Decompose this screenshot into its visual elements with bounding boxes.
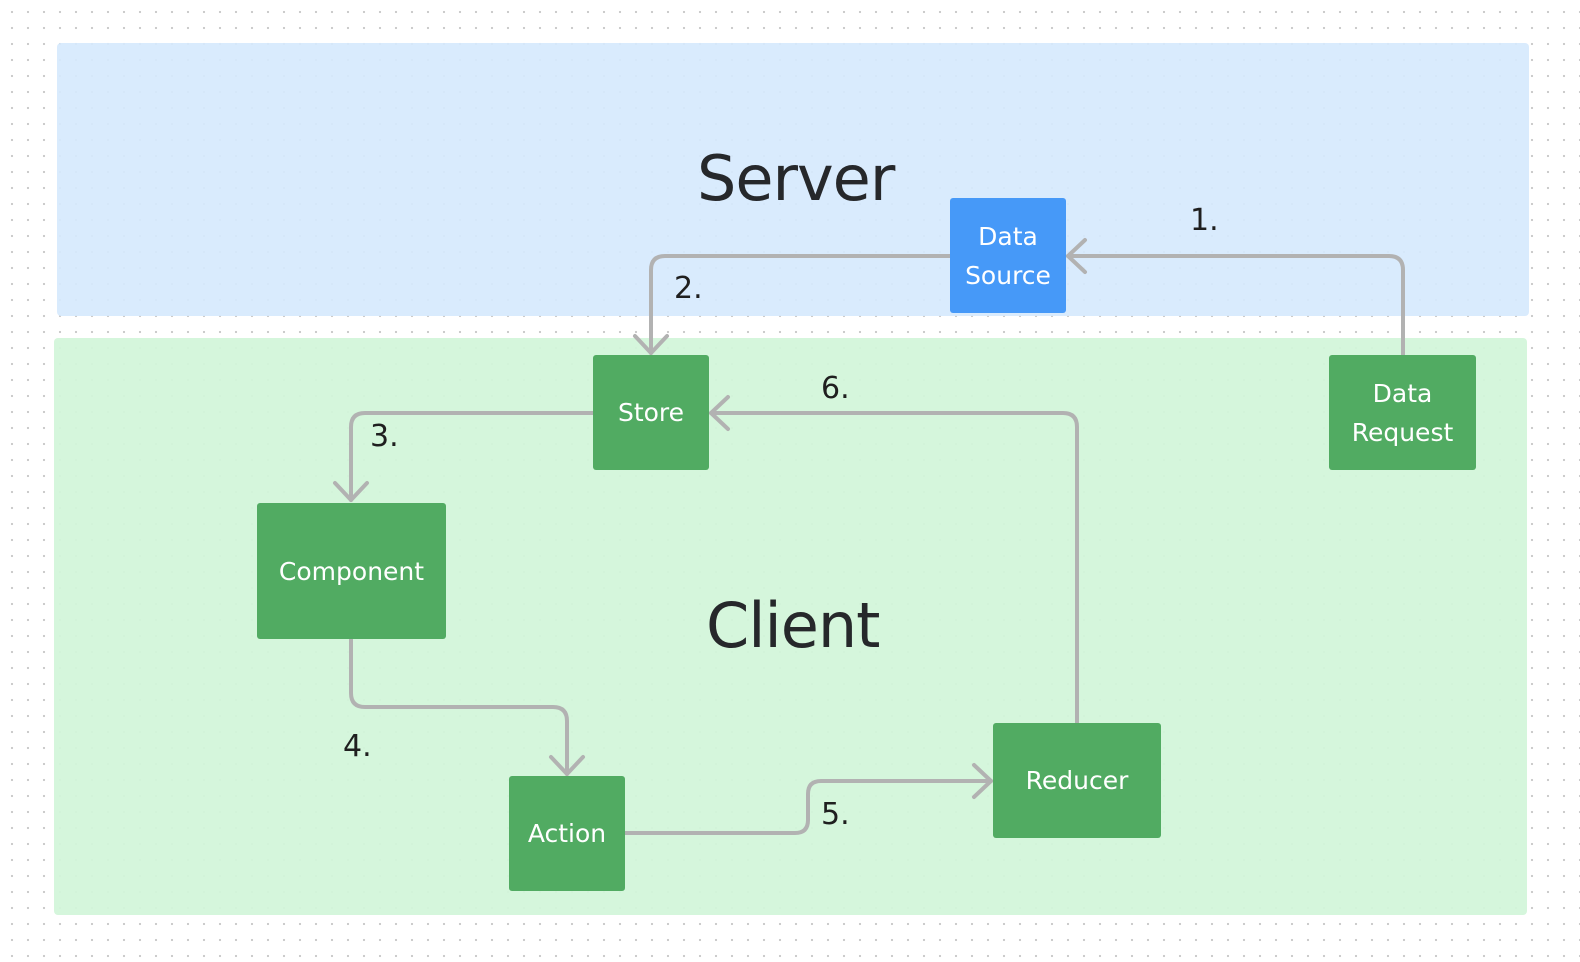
node-action[interactable]: Action: [509, 776, 625, 891]
node-data-source[interactable]: Data Source: [950, 198, 1066, 313]
node-component[interactable]: Component: [257, 503, 446, 639]
step-label-3: 3.: [370, 419, 399, 454]
client-zone-title: Client: [706, 589, 880, 662]
node-data-request[interactable]: Data Request: [1329, 355, 1476, 470]
step-label-1: 1.: [1190, 203, 1219, 238]
node-store[interactable]: Store: [593, 355, 709, 470]
step-label-2: 2.: [674, 271, 703, 306]
step-label-6: 6.: [821, 371, 850, 406]
step-label-5: 5.: [821, 797, 850, 832]
step-label-4: 4.: [343, 729, 372, 764]
server-zone-title: Server: [697, 142, 895, 215]
node-reducer[interactable]: Reducer: [993, 723, 1161, 838]
